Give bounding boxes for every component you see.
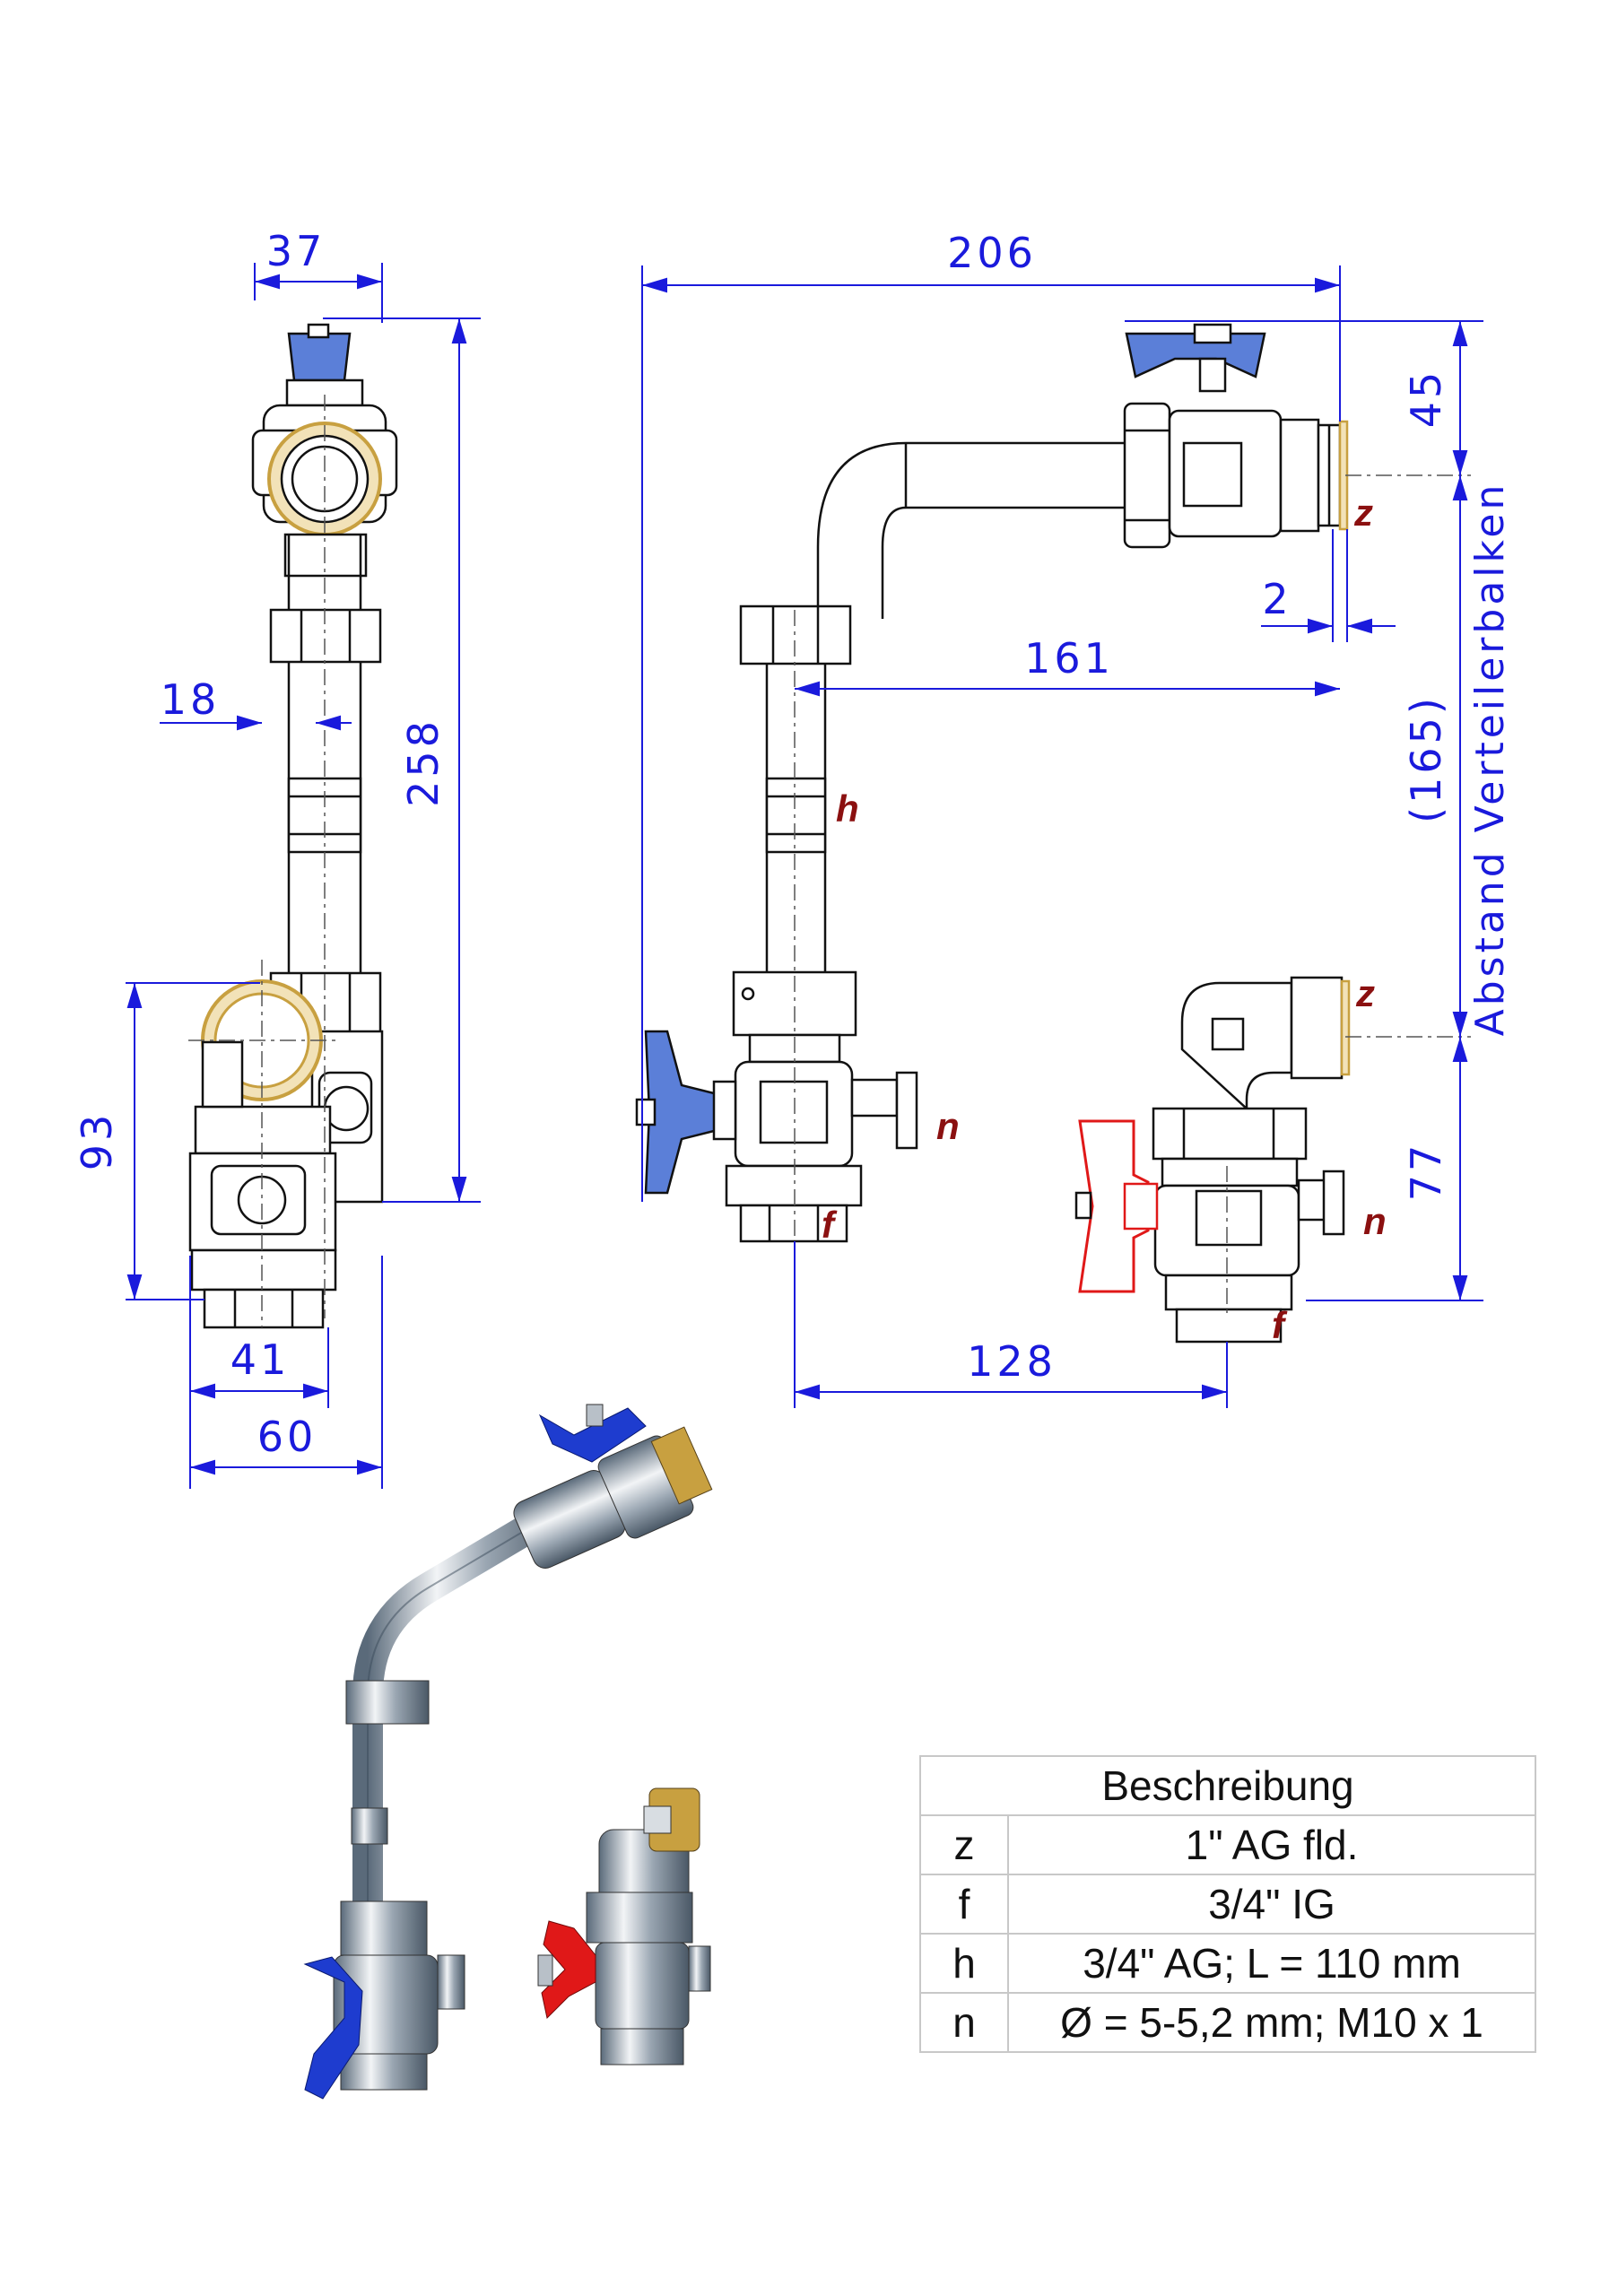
side-view-dimensions (126, 263, 481, 1489)
label-f-left: f (822, 1204, 838, 1246)
table-key: z (919, 1814, 1009, 1875)
side-label-abstand: Abstand Verteilerbalken (1467, 482, 1513, 1037)
dim-60: 60 (257, 1413, 317, 1461)
front-view (635, 323, 1351, 1344)
dim-206: 206 (947, 229, 1037, 277)
description-table: Beschreibung z 1" AG fld. f 3/4" IG h 3/… (919, 1755, 1536, 2053)
dim-37: 37 (266, 227, 326, 275)
table-key: h (919, 1933, 1009, 1994)
table-row: z 1" AG fld. (919, 1814, 1536, 1875)
label-h: h (836, 787, 859, 830)
table-value: 3/4" IG (1007, 1874, 1536, 1935)
table-row: h 3/4" AG; L = 110 mm (919, 1933, 1536, 1994)
table-header-row: Beschreibung (919, 1755, 1536, 1816)
front-view-dimensions (641, 265, 1483, 1408)
dim-128: 128 (967, 1337, 1057, 1386)
table-row: n Ø = 5-5,2 mm; M10 x 1 (919, 1992, 1536, 2053)
dim-41: 41 (230, 1335, 291, 1384)
front-view-centerlines (794, 474, 1471, 1318)
rendering-elbow-assembly (537, 1787, 711, 2066)
dim-258: 258 (399, 718, 448, 807)
dim-45: 45 (1402, 369, 1450, 429)
label-z-top: z (1353, 491, 1373, 534)
table-key: f (919, 1874, 1009, 1935)
table-key: n (919, 1992, 1009, 2053)
table-row: f 3/4" IG (919, 1874, 1536, 1935)
table-value: Ø = 5-5,2 mm; M10 x 1 (1007, 1992, 1536, 2053)
dim-2: 2 (1262, 575, 1292, 623)
dim-18: 18 (161, 675, 221, 724)
label-f-right: f (1272, 1304, 1288, 1346)
side-view (188, 323, 398, 1329)
table-value: 1" AG fld. (1007, 1814, 1536, 1875)
rendering-pipe-assembly (303, 1404, 713, 2100)
dim-77: 77 (1402, 1142, 1450, 1202)
table-value: 3/4" AG; L = 110 mm (1007, 1933, 1536, 1994)
label-n-right: n (1363, 1200, 1387, 1242)
table-header: Beschreibung (919, 1755, 1536, 1816)
dim-161: 161 (1024, 634, 1114, 683)
side-view-centerlines (188, 395, 341, 1327)
dim-93: 93 (73, 1111, 121, 1171)
dim-165: (165) (1402, 694, 1450, 823)
label-z-right: z (1355, 972, 1375, 1014)
label-n-left: n (936, 1105, 960, 1147)
